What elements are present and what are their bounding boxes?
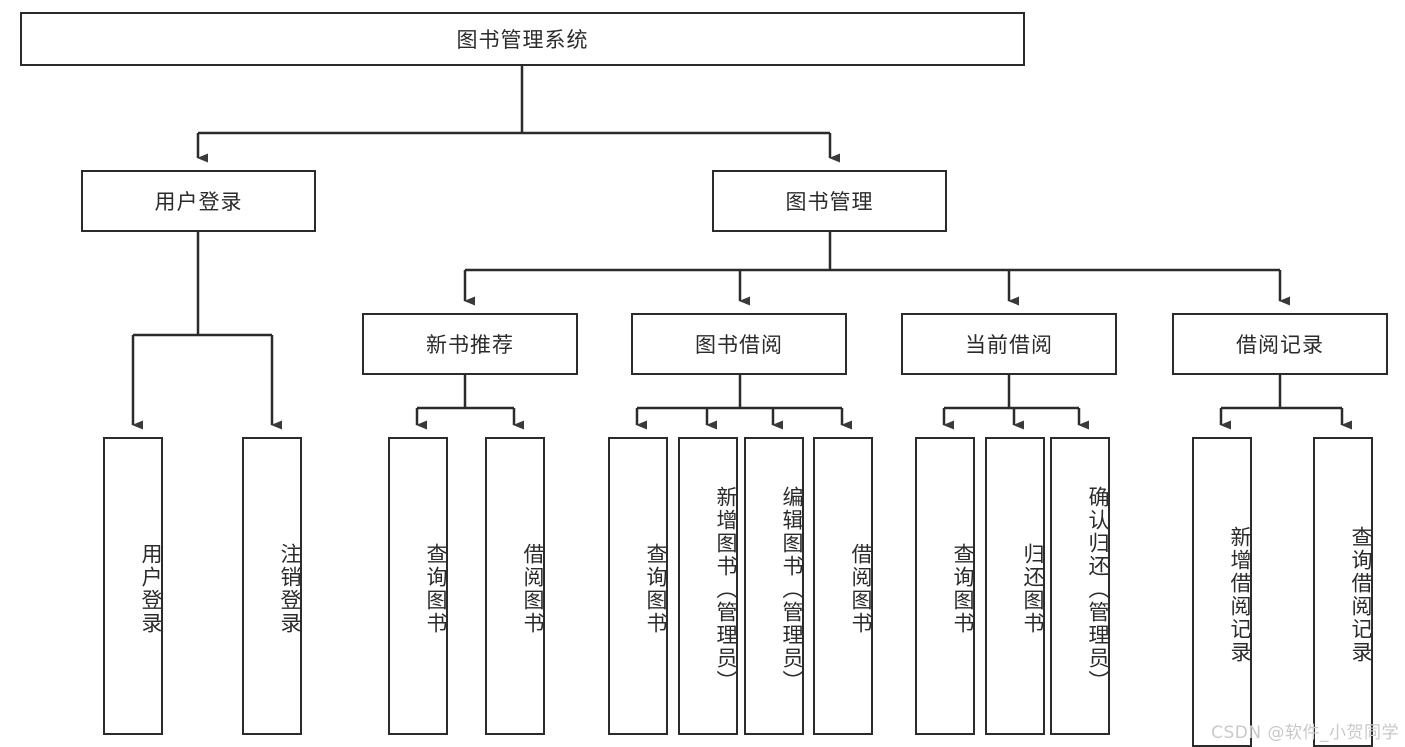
node-leaf-user-logout[interactable]: 注销登录 xyxy=(242,437,302,735)
node-leaf-query-book-2[interactable]: 查询图书 xyxy=(608,437,668,735)
node-borrow-record[interactable]: 借阅记录 xyxy=(1172,313,1388,375)
node-leaf-borrow-book-2[interactable]: 借阅图书 xyxy=(813,437,873,735)
node-user-login[interactable]: 用户登录 xyxy=(81,170,316,232)
node-leaf-user-login[interactable]: 用户登录 xyxy=(103,437,163,735)
node-label: 新增借阅记录 xyxy=(1228,526,1252,664)
node-label: 查询图书 xyxy=(644,543,668,635)
node-label: 编辑图书（管理员） xyxy=(780,485,804,693)
node-leaf-borrow-book-1[interactable]: 借阅图书 xyxy=(485,437,545,735)
node-label: 用户登录 xyxy=(154,190,243,214)
node-label: 确认归还（管理员） xyxy=(1086,485,1110,693)
node-leaf-add-record[interactable]: 新增借阅记录 xyxy=(1192,437,1252,747)
node-label: 用户登录 xyxy=(139,543,163,635)
node-book-manage[interactable]: 图书管理 xyxy=(712,170,947,232)
node-leaf-add-book[interactable]: 新增图书（管理员） xyxy=(678,437,738,735)
node-root-book-management-system[interactable]: 图书管理系统 xyxy=(20,12,1025,66)
node-current-borrow[interactable]: 当前借阅 xyxy=(901,313,1117,375)
node-leaf-return-book[interactable]: 归还图书 xyxy=(985,437,1045,735)
node-label: 借阅图书 xyxy=(521,543,545,635)
node-label: 归还图书 xyxy=(1021,543,1045,635)
node-leaf-query-record[interactable]: 查询借阅记录 xyxy=(1313,437,1373,747)
node-label: 新增图书（管理员） xyxy=(714,485,738,693)
node-label: 图书借阅 xyxy=(695,333,783,357)
node-label: 注销登录 xyxy=(278,543,302,635)
node-label: 借阅记录 xyxy=(1236,333,1324,357)
node-book-borrow[interactable]: 图书借阅 xyxy=(631,313,847,375)
node-label: 查询图书 xyxy=(951,543,975,635)
node-label: 查询图书 xyxy=(424,543,448,635)
node-leaf-confirm-return[interactable]: 确认归还（管理员） xyxy=(1050,437,1110,735)
node-label: 图书管理系统 xyxy=(456,28,589,52)
node-leaf-query-book-1[interactable]: 查询图书 xyxy=(388,437,448,735)
node-label: 图书管理 xyxy=(785,190,874,214)
node-leaf-query-book-3[interactable]: 查询图书 xyxy=(915,437,975,735)
node-label: 当前借阅 xyxy=(965,333,1053,357)
node-label: 新书推荐 xyxy=(426,333,514,357)
node-leaf-edit-book[interactable]: 编辑图书（管理员） xyxy=(744,437,804,735)
node-label: 查询借阅记录 xyxy=(1349,526,1373,664)
node-label: 借阅图书 xyxy=(849,543,873,635)
node-new-book-recommend[interactable]: 新书推荐 xyxy=(362,313,578,375)
